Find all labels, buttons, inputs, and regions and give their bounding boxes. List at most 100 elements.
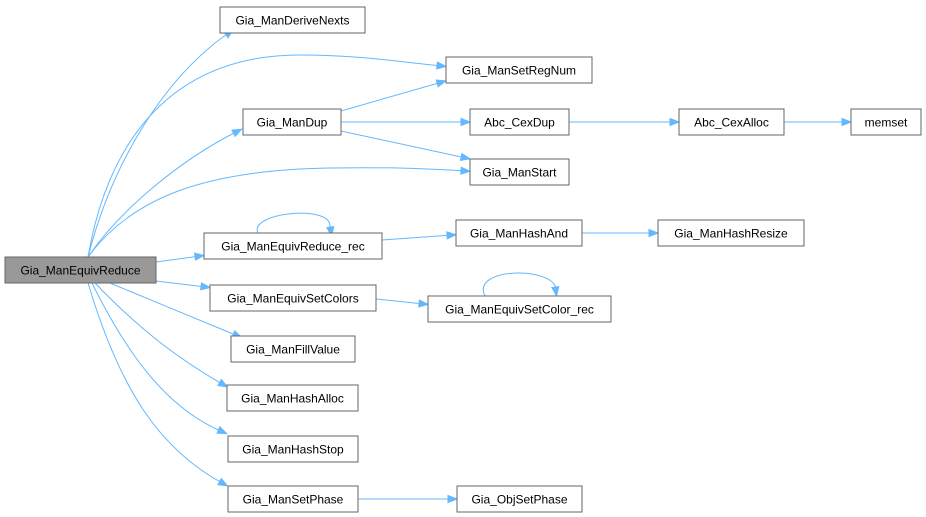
arrowhead-icon — [217, 477, 229, 487]
node-label: Gia_ManEquivReduce_rec — [221, 240, 364, 254]
edge-line — [375, 298, 425, 305]
arrowhead-icon — [435, 79, 448, 88]
edge-n0-n2 — [87, 54, 448, 258]
node-gia-manequivreduce[interactable]: Gia_ManEquivReduce — [4, 256, 157, 284]
node-box[interactable] — [203, 232, 383, 260]
node-gia-manfillvalue[interactable]: Gia_ManFillValue — [230, 335, 356, 363]
node-label: Gia_ObjSetPhase — [471, 493, 567, 507]
node-box[interactable] — [209, 284, 377, 312]
edge-n0-n15 — [91, 282, 228, 435]
node-gia-manequivsetcolor-rec[interactable]: Gia_ManEquivSetColor_rec — [427, 295, 612, 323]
node-label: Gia_ManHashResize — [674, 227, 788, 241]
edge-line — [87, 130, 239, 258]
node-gia-manequivsetcolors[interactable]: Gia_ManEquivSetColors — [209, 284, 377, 312]
arrowhead-icon — [841, 117, 853, 127]
edge-line — [87, 167, 467, 258]
function-nodes: Gia_ManEquivReduce Gia_ManDeriveNextsGia_… — [4, 6, 922, 513]
node-gia-manequivreduce-rec[interactable]: Gia_ManEquivReduce_rec — [203, 232, 383, 260]
node-label: memset — [865, 116, 908, 130]
node-label: Gia_ManSetRegNum — [462, 64, 576, 78]
node-box[interactable] — [242, 108, 342, 136]
node-gia-mansetphase[interactable]: Gia_ManSetPhase — [227, 485, 359, 513]
node-gia-objsetphase[interactable]: Gia_ObjSetPhase — [456, 485, 583, 513]
node-gia-manderivenexts[interactable]: Gia_ManDeriveNexts — [219, 6, 366, 34]
node-box[interactable] — [427, 295, 612, 323]
node-box[interactable] — [678, 108, 785, 136]
call-edges — [87, 28, 853, 504]
arrowhead-icon — [200, 282, 212, 291]
node-label: Gia_ManStart — [482, 166, 557, 180]
edge-n9-n10 — [582, 228, 660, 238]
node-abc-cexdup[interactable]: Abc_CexDup — [469, 108, 570, 136]
node-box[interactable] — [227, 485, 359, 513]
node-box[interactable] — [469, 158, 570, 186]
node-gia-manhashresize[interactable]: Gia_ManHashResize — [657, 219, 805, 247]
edge-n0-n8 — [155, 252, 206, 263]
node-box[interactable] — [226, 384, 359, 412]
arrowhead-icon — [217, 378, 229, 388]
node-label: Gia_ManFillValue — [246, 343, 340, 357]
node-memset[interactable]: memset — [850, 108, 922, 136]
arrowhead-icon — [231, 128, 243, 138]
edge-line — [87, 31, 231, 258]
node-label: Gia_ManHashStop — [242, 443, 344, 457]
arrowhead-icon — [447, 494, 459, 504]
node-box[interactable] — [657, 219, 805, 247]
edge-n0-n7 — [87, 166, 472, 258]
edge-n11-n12 — [375, 298, 430, 308]
node-label: Gia_ManHashAlloc — [241, 392, 344, 406]
node-box[interactable] — [456, 485, 583, 513]
edge-line — [155, 280, 207, 288]
arrowhead-icon — [436, 61, 448, 70]
node-gia-manhashalloc[interactable]: Gia_ManHashAlloc — [226, 384, 359, 412]
edge-n12-n12 — [482, 272, 560, 298]
node-label: Gia_ManEquivSetColors — [227, 292, 358, 306]
arrowhead-icon — [460, 166, 472, 175]
node-gia-manhashstop[interactable]: Gia_ManHashStop — [227, 435, 359, 463]
edge-n3-n7 — [340, 130, 472, 161]
arrowhead-icon — [459, 152, 472, 161]
node-box[interactable] — [4, 256, 157, 284]
edge-n16-n17 — [358, 494, 459, 504]
arrowhead-icon — [669, 117, 681, 127]
node-label: Abc_CexAlloc — [694, 116, 769, 130]
node-box[interactable] — [227, 435, 359, 463]
node-gia-manhashand[interactable]: Gia_ManHashAnd — [455, 219, 583, 247]
arrowhead-icon — [460, 117, 472, 127]
node-box[interactable] — [219, 6, 366, 34]
arrowhead-icon — [648, 228, 660, 238]
node-abc-cexalloc[interactable]: Abc_CexAlloc — [678, 108, 785, 136]
node-box[interactable] — [445, 56, 593, 84]
node-label: Gia_ManSetPhase — [243, 493, 344, 507]
edge-n3-n2 — [340, 79, 448, 112]
edge-n8-n9 — [381, 231, 458, 241]
edge-line — [340, 130, 467, 159]
edge-n4-n5 — [569, 117, 681, 127]
edge-line — [91, 282, 224, 433]
node-box[interactable] — [230, 335, 356, 363]
edge-n0-n11 — [155, 280, 212, 291]
edge-n5-n6 — [784, 117, 853, 127]
node-box[interactable] — [469, 108, 570, 136]
edge-line — [87, 54, 443, 258]
edge-n0-n3 — [87, 128, 243, 258]
edge-line — [482, 272, 557, 297]
node-box[interactable] — [455, 219, 583, 247]
edge-line — [94, 282, 225, 386]
node-gia-manstart[interactable]: Gia_ManStart — [469, 158, 570, 186]
edge-line — [381, 234, 453, 241]
node-box[interactable] — [850, 108, 922, 136]
node-gia-mansetregnum[interactable]: Gia_ManSetRegNum — [445, 56, 593, 84]
edge-n0-n1 — [87, 28, 235, 258]
node-label: Gia_ManHashAnd — [470, 227, 568, 241]
node-label: Gia_ManEquivSetColor_rec — [445, 303, 594, 317]
edge-n3-n4 — [341, 117, 472, 127]
edge-line — [109, 282, 239, 337]
edge-line — [256, 212, 333, 234]
node-label: Gia_ManEquivReduce — [20, 264, 140, 278]
edge-n0-n16 — [87, 282, 229, 487]
edge-line — [340, 81, 443, 112]
node-gia-mandup[interactable]: Gia_ManDup — [242, 108, 342, 136]
edge-line — [87, 282, 225, 485]
